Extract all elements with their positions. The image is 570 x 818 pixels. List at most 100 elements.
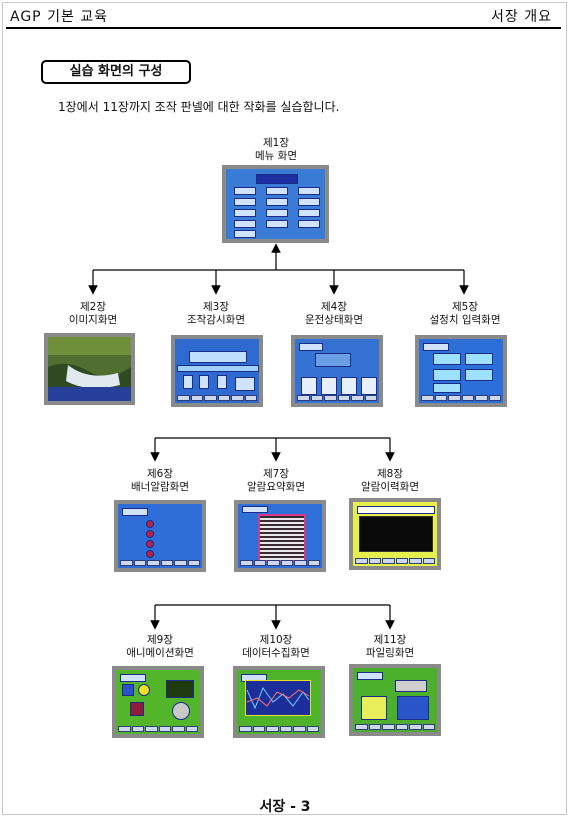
pipe-line [177, 365, 259, 372]
menu-button [298, 187, 320, 195]
chapter-3-thumbnail [171, 335, 263, 407]
alarm-lamp [146, 540, 154, 548]
button-bar [355, 558, 435, 564]
button-bar [177, 395, 257, 401]
gauge-widget [321, 377, 337, 395]
menu-button [266, 209, 288, 217]
chapter-name: 파일링화면 [365, 647, 415, 659]
chapter-number: 제5장 [451, 301, 478, 313]
menu-button [266, 187, 288, 195]
chapter-number: 제3장 [202, 301, 229, 313]
chapter-5-caption: 제5장 설정치 입력화면 [410, 301, 520, 327]
menu-button [266, 198, 288, 206]
input-box [433, 369, 461, 381]
menu-button [298, 198, 320, 206]
anim-block [122, 684, 134, 696]
chapter-name: 이미지화면 [68, 314, 118, 326]
button-bar [355, 724, 435, 730]
chapter-8-thumbnail [349, 498, 441, 570]
alarm-lamp [146, 550, 154, 558]
alarm-lamp [146, 520, 154, 528]
switch-widget [183, 375, 193, 389]
menu-button [234, 187, 256, 195]
chapter-11-caption: 제11장 파일링화면 [335, 634, 445, 660]
chapter-name: 배너알람화면 [131, 481, 189, 493]
title-box [120, 674, 146, 682]
chapter-10-thumbnail [233, 666, 325, 738]
chapter-name: 애니메이션화면 [126, 647, 194, 659]
chapter-3-caption: 제3장 조작감시화면 [161, 301, 271, 327]
header-title: AGP 기본 교육 [10, 9, 109, 25]
anim-star [130, 702, 144, 716]
chapter-number: 제2장 [79, 301, 106, 313]
anim-dial [172, 702, 190, 720]
chapter-name: 조작감시화면 [187, 314, 245, 326]
chapter-9-thumbnail [112, 666, 204, 738]
button-bar [240, 560, 320, 566]
gauge-widget [301, 377, 317, 395]
file-table [397, 696, 429, 720]
header-strip [357, 506, 435, 514]
chapter-name: 설정치 입력화면 [429, 314, 501, 326]
display-panel [189, 351, 247, 363]
page-footer: 서장 - 3 [259, 799, 311, 815]
alarm-lamp [146, 530, 154, 538]
menu-button [234, 230, 256, 238]
chapter-9-caption: 제9장 애니메이션화면 [105, 634, 215, 660]
chapter-number: 제6장 [146, 468, 173, 480]
intro-text: 1장에서 11장까지 조작 판넬에 대한 작화를 실습합니다. [58, 100, 340, 114]
trend-graph [245, 680, 311, 716]
chapter-2-thumbnail [44, 333, 135, 405]
chapter-number: 제7장 [262, 468, 289, 480]
chapter-11-thumbnail [349, 664, 441, 736]
gauge-widget [361, 377, 377, 395]
alarm-summary-table [258, 514, 306, 562]
alarm-history-list [359, 516, 433, 552]
input-box [433, 353, 461, 365]
chapter-6-thumbnail [114, 500, 206, 572]
chapter-number: 제1장 [262, 137, 289, 149]
chapter-7-thumbnail [234, 500, 326, 572]
chapter-10-caption: 제10장 데이터수집화면 [221, 634, 331, 660]
title-box [242, 506, 268, 513]
menu-button [234, 198, 256, 206]
input-box [465, 369, 493, 381]
menu-button [298, 209, 320, 217]
title-box [122, 508, 148, 516]
title-box [423, 343, 449, 351]
anim-panel [166, 680, 194, 698]
file-button [395, 680, 427, 692]
chapter-2-caption: 제2장 이미지화면 [38, 301, 148, 327]
chapter-7-caption: 제7장 알람요약화면 [221, 468, 331, 494]
menu-button [298, 220, 320, 228]
waterfall-image [48, 337, 131, 401]
chapter-name: 알람이력화면 [361, 481, 419, 493]
chapter-4-thumbnail [291, 335, 383, 407]
status-block [315, 353, 351, 367]
menu-button [234, 220, 256, 228]
title-box [299, 343, 323, 351]
anim-lamp [138, 684, 150, 696]
title-box [357, 672, 383, 680]
input-box [433, 383, 461, 393]
gauge-widget [341, 377, 357, 395]
button-bar [120, 560, 200, 566]
file-panel [361, 696, 387, 720]
chapter-8-caption: 제8장 알람이력화면 [335, 468, 445, 494]
chapter-name: 운전상태화면 [305, 314, 363, 326]
chapter-6-caption: 제6장 배너알람화면 [105, 468, 215, 494]
chapter-name: 알람요약화면 [247, 481, 305, 493]
button-bar [297, 395, 377, 401]
chapter-number: 제11장 [373, 634, 407, 646]
chapter-number: 제8장 [376, 468, 403, 480]
button-bar [118, 726, 198, 732]
menu-button [266, 220, 288, 228]
chapter-number: 제10장 [259, 634, 293, 646]
header-rule [6, 27, 561, 29]
chapter-number: 제9장 [146, 634, 173, 646]
switch-widget [217, 375, 227, 389]
menu-title-bar [256, 174, 298, 184]
chapter-4-caption: 제4장 운전상태화면 [279, 301, 389, 327]
chapter-5-thumbnail [415, 335, 507, 407]
